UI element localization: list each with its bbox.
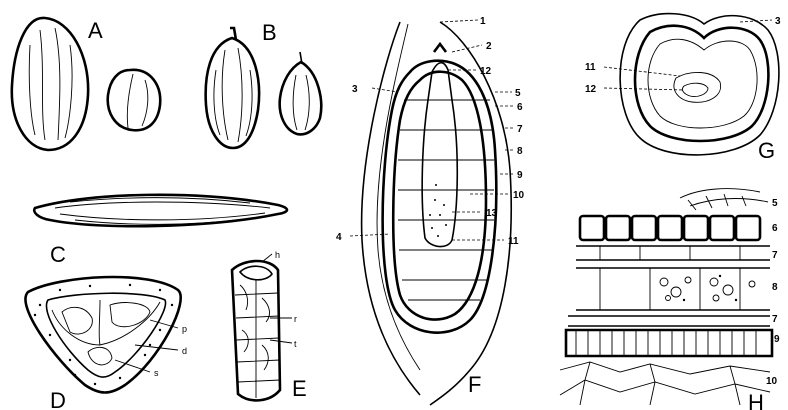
h-callout-9: 9 xyxy=(774,334,780,345)
h-callout-7a: 7 xyxy=(772,250,778,261)
panel-label-b: B xyxy=(262,20,277,45)
panel-label-g: G xyxy=(758,138,775,163)
panel-c: C xyxy=(34,195,287,267)
d-label-d: d xyxy=(182,346,187,356)
panel-a: A xyxy=(12,18,160,150)
panel-label-f: F xyxy=(468,372,481,397)
panel-e: h r t E xyxy=(232,250,307,401)
g-callout-3: 3 xyxy=(775,16,781,27)
f-callout-5: 5 xyxy=(515,88,521,99)
panel-label-e: E xyxy=(292,376,307,401)
panel-g: 3 11 12 G xyxy=(585,14,781,163)
panel-b: B xyxy=(206,20,322,148)
f-callout-10: 10 xyxy=(513,190,525,201)
d-label-p: p xyxy=(182,324,187,334)
h-callout-6: 6 xyxy=(772,223,778,234)
h-callout-8: 8 xyxy=(772,282,778,293)
panel-d: p d s D xyxy=(25,277,187,410)
f-callout-8: 8 xyxy=(517,146,523,157)
h-callout-7b: 7 xyxy=(772,314,778,325)
f-callout-13: 13 xyxy=(486,208,498,219)
e-label-t: t xyxy=(294,339,297,349)
f-callout-1: 1 xyxy=(480,16,486,27)
panel-f: 1 2 3 12 5 6 7 8 9 10 13 4 11 F xyxy=(336,16,525,405)
f-callout-11: 11 xyxy=(508,236,519,247)
f-callout-4: 4 xyxy=(336,232,342,243)
panel-label-c: C xyxy=(50,242,66,267)
seed-b-small xyxy=(280,62,322,134)
panel-h: 5 6 7 8 7 9 10 H xyxy=(560,189,780,410)
f-callout-12: 12 xyxy=(480,66,492,77)
e-label-r: r xyxy=(294,314,297,324)
panel-label-h: H xyxy=(748,390,764,410)
seed-a-large xyxy=(12,18,88,150)
f-callout-7: 7 xyxy=(517,124,523,135)
panel-label-a: A xyxy=(88,18,103,43)
capsule-c xyxy=(34,195,287,226)
e-label-h: h xyxy=(275,250,280,260)
d-label-s: s xyxy=(154,368,159,378)
g-callout-12: 12 xyxy=(585,84,597,95)
seed-a-small xyxy=(108,70,160,130)
f-callout-2: 2 xyxy=(486,41,492,52)
g-callout-11: 11 xyxy=(585,62,596,73)
h-callout-10: 10 xyxy=(766,376,778,387)
f-callout-3: 3 xyxy=(352,84,358,95)
h-row-6 xyxy=(580,216,760,240)
panel-label-d: D xyxy=(50,388,66,410)
f-embryo xyxy=(422,63,457,247)
h-callout-5: 5 xyxy=(772,198,778,209)
f-callout-6: 6 xyxy=(517,102,523,113)
f-callout-9: 9 xyxy=(517,170,523,181)
